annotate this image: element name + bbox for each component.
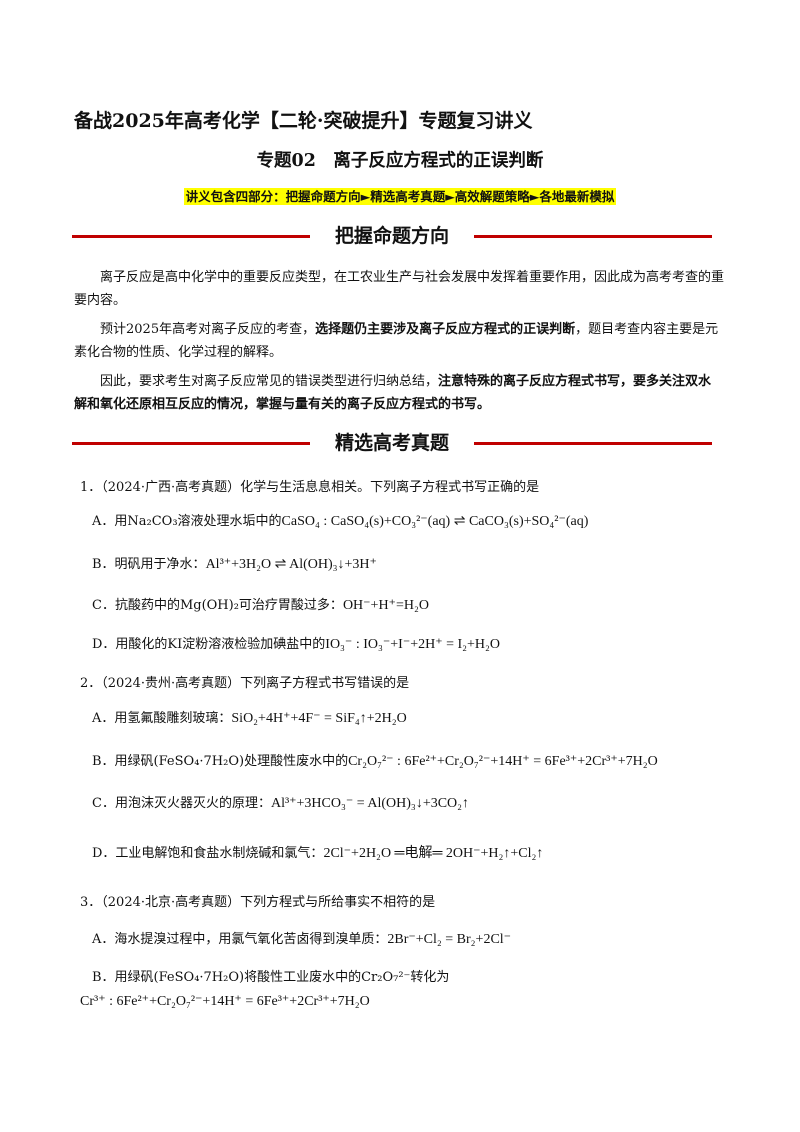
question-2-option-c: C．用泡沫灭火器灭火的原理：Al³⁺+3HCO₃⁻ = Al(OH)₃↓+3CO… [92,796,470,811]
section-header-exams: 精选高考真题 [72,428,712,458]
paragraph-1: 离子反应是高中化学中的重要反应类型，在工农业生产与社会发展中发挥着重要作用，因此… [74,270,725,308]
question-3-option-b-equation: Cr³⁺ : 6Fe²⁺+Cr₂O₇²⁻+14H⁺ = 6Fe³⁺+2Cr³⁺+… [80,994,370,1009]
section-divider-left [72,442,310,445]
section-header-direction: 把握命题方向 [72,221,712,251]
topic-title: 专题02 离子反应方程式的正误判断 [256,151,544,171]
question-2-stem: 2．（2024·贵州·高考真题）下列离子方程式书写错误的是 [80,676,410,691]
question-2-option-b: B．用绿矾(FeSO₄·7H₂O)处理酸性废水中的Cr₂O₇²⁻ : 6Fe²⁺… [92,754,658,769]
document-title: 备战2025年高考化学【二轮·突破提升】专题复习讲义 [74,110,533,132]
intro-banner: 讲义包含四部分：把握命题方向►精选高考真题►高效解题策略►各地最新模拟 [0,186,800,205]
section-divider-left [72,235,310,238]
question-3-option-b: B．用绿矾(FeSO₄·7H₂O)将酸性工业废水中的Cr₂O₇²⁻转化为 [92,970,450,985]
intro-highlight-text: 讲义包含四部分：把握命题方向►精选高考真题►高效解题策略►各地最新模拟 [183,188,617,205]
section-heading: 精选高考真题 [334,432,449,454]
question-2-option-d: D．工业电解饱和食盐水制烧碱和氯气：2Cl⁻+2H₂O ═电解═ 2OH⁻+H₂… [92,846,544,861]
section-heading: 把握命题方向 [334,225,449,247]
question-1-stem: 1．（2024·广西·高考真题）化学与生活息息相关。下列离子方程式书写正确的是 [80,480,540,495]
section-divider-right [474,442,712,445]
question-3-option-a: A．海水提溴过程中，用氯气氧化苦卤得到溴单质：2Br⁻+Cl₂ = Br₂+2C… [92,932,512,947]
question-1-option-b: B．明矾用于净水：Al³⁺+3H₂O ⇌ Al(OH)₃↓+3H⁺ [92,557,377,572]
question-1-option-a: A．用Na₂CO₃溶液处理水垢中的CaSO₄ : CaSO₄(s)+CO₃²⁻(… [92,514,589,529]
question-3-stem: 3．（2024·北京·高考真题）下列方程式与所给事实不相符的是 [80,895,436,910]
question-1-option-d: D．用酸化的KI淀粉溶液检验加碘盐中的IO₃⁻ : IO₃⁻+I⁻+2H⁺ = … [92,637,501,652]
section-divider-right [474,235,712,238]
question-1-option-c: C．抗酸药中的Mg(OH)₂可治疗胃酸过多：OH⁻+H⁺=H₂O [92,598,429,613]
paragraph-2: 预计2025年高考对离子反应的考查，选择题仍主要涉及离子反应方程式的正误判断，题… [74,322,719,360]
question-2-option-a: A．用氢氟酸雕刻玻璃：SiO₂+4H⁺+4F⁻ = SiF₄↑+2H₂O [92,711,407,726]
paragraph-3: 因此，要求考生对离子反应常见的错误类型进行归纳总结，注意特殊的离子反应方程式书写… [74,374,712,412]
